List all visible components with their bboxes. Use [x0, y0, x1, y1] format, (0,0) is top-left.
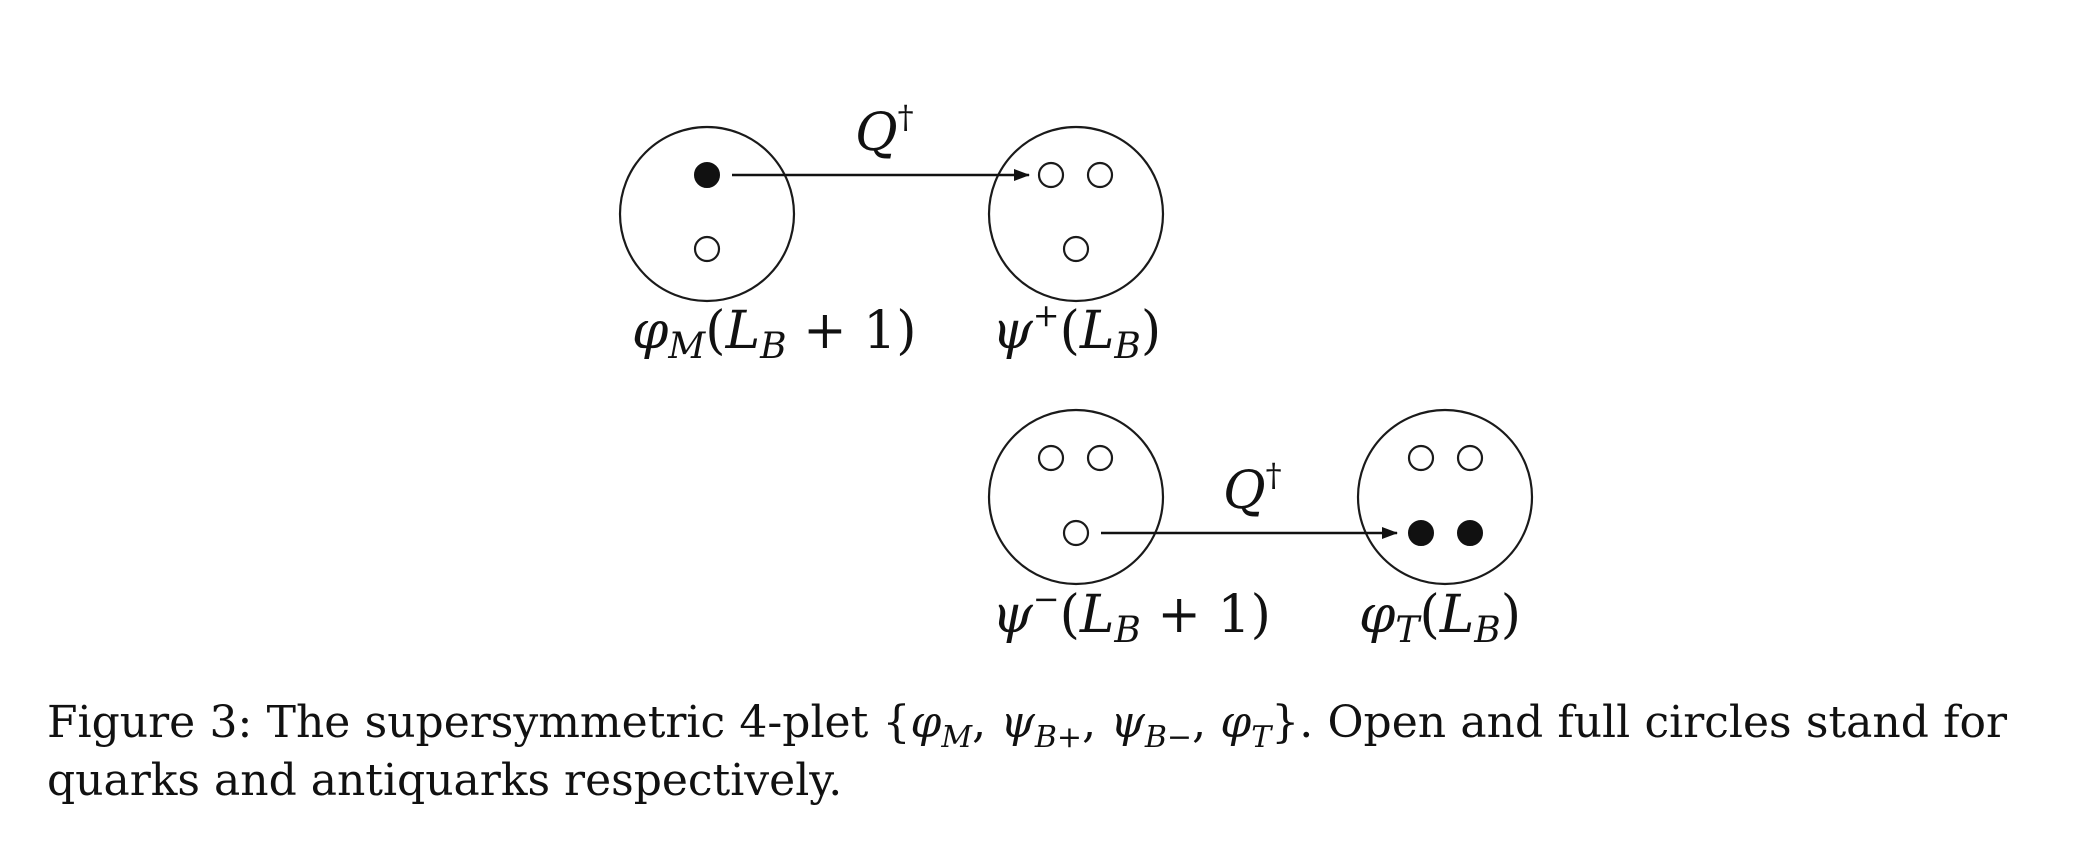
state-phi-m	[618, 125, 796, 303]
label-phi-t: φT(LB)	[1359, 585, 1521, 651]
hadron-ring-psi-minus	[987, 408, 1165, 586]
antiquark-full-circle	[1457, 520, 1483, 546]
figure-caption: Figure 3: The supersymmetric 4-plet {φM,…	[47, 697, 2007, 806]
quark-open-circle	[1037, 161, 1065, 189]
label-phi-m: φM(LB + 1)	[632, 301, 917, 367]
label-psi-plus: ψ+(LB)	[992, 296, 1161, 367]
label-psi-minus: ψ−(LB + 1)	[992, 580, 1271, 651]
quark-open-circle	[1037, 444, 1065, 472]
hadron-ring-phi-m	[618, 125, 796, 303]
state-phi-t	[1356, 408, 1534, 586]
antiquark-full-circle	[694, 162, 720, 188]
quark-open-circle	[1456, 444, 1484, 472]
quark-open-circle	[1086, 161, 1114, 189]
arrow-label-q-dagger-top: Q†	[855, 98, 914, 163]
state-psi-plus	[987, 125, 1165, 303]
quark-open-circle	[693, 235, 721, 263]
quark-open-circle	[1062, 235, 1090, 263]
supersymmetric-4plet-diagram: Q† φM(LB + 1) ψ+(LB) Q† ψ−(LB + 1) φT(LB…	[618, 98, 1534, 651]
antiquark-full-circle	[1408, 520, 1434, 546]
state-psi-minus	[987, 408, 1165, 586]
hadron-ring-psi-plus	[987, 125, 1165, 303]
quark-open-circle	[1407, 444, 1435, 472]
hadron-ring-phi-t	[1356, 408, 1534, 586]
quark-open-circle	[1062, 519, 1090, 547]
arrow-label-q-dagger-bottom: Q†	[1223, 456, 1282, 521]
quark-open-circle	[1086, 444, 1114, 472]
